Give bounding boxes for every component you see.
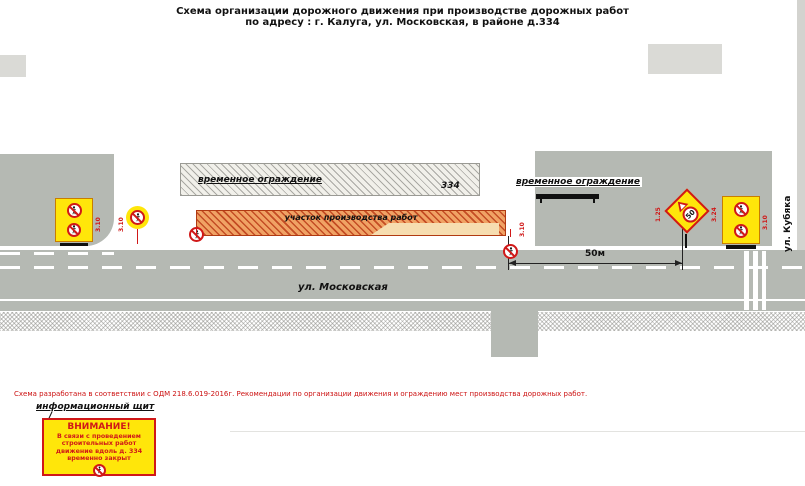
pedestrian-icon [739,205,743,214]
sign-code-label: 3.10 [95,217,102,232]
information-board: ВНИМАНИЕ! В связи с проведением строител… [42,418,156,477]
sign-diamond-group: 50 [664,188,710,234]
pedestrian-icon [508,247,513,256]
title-line1: Схема организации дорожного движения при… [176,6,629,17]
pedestrian-icon [72,206,76,215]
verge-strip-right [538,312,805,331]
warning-body: В связи с проведением строительных работ… [55,433,143,463]
sign-code-label: 3.10 [762,215,769,230]
scan-artifact [648,44,722,74]
pedestrian-icon [135,213,140,222]
road-moskovskaya [0,250,805,311]
info-board-label: информационный щит [36,402,155,412]
building-334-area [180,163,480,196]
work-zone-taper [371,223,499,235]
scan-artifact [0,55,26,77]
sign-diamond-content: 50 [654,178,719,243]
page-title: Схема организации дорожного движения при… [0,6,805,28]
no-pedestrian-sign-icon [66,203,82,219]
street-name-cross: ул. Кубяка [783,195,793,252]
work-zone: участок производства работ [196,210,506,236]
scan-artifact [797,0,805,250]
standard-reference-note: Схема разработана в соответствии с ОДМ 2… [14,390,588,398]
sign-panel-right [722,196,760,244]
sign-post [510,229,511,237]
no-pedestrian-sign-icon [733,202,749,218]
scan-artifact [230,431,805,432]
sign-code-label: 3.10 [519,222,526,237]
no-pedestrian-sign-icon [503,244,518,259]
road-edge-line [0,299,805,301]
no-pedestrian-sign-icon [130,210,145,225]
fence-post [593,199,595,203]
work-zone-label: участок производства работ [284,213,418,222]
no-pedestrian-sign-icon [92,463,106,477]
sign-post [196,227,197,236]
lane-marking-dashed [0,252,114,255]
sign-post [685,234,687,248]
sign-code-label: 3.24 [711,207,718,222]
sign-post [137,229,138,244]
no-pedestrian-sign-icon [67,222,81,237]
title-line2: по адресу : г. Калуга, ул. Московская, в… [245,17,560,28]
temporary-fence-label-left: временное ограждение [198,175,322,185]
sign-panel-stand [60,243,88,246]
dimension-extension-line [682,228,683,270]
center-line-dashed [0,266,805,269]
sign-panel-left [55,198,93,242]
sign-code-label: 1.25 [655,207,662,222]
dimension-line [509,260,682,266]
temporary-fence-bar [536,194,599,199]
pedestrian-icon [97,466,101,474]
temporary-fence-label-right: временное ограждение [514,177,642,187]
driveway-branch [491,311,538,357]
warning-title: ВНИМАНИЕ! [67,422,131,432]
dimension-label: 50м [585,249,605,259]
pedestrian-icon [72,225,76,234]
sign-panel-stand [726,245,756,249]
pedestrian-crossing [744,251,766,310]
fence-post [540,199,542,203]
pedestrian-icon [739,226,743,235]
sign-code-label: 3.10 [118,217,125,232]
street-name-main: ул. Московская [298,282,388,293]
verge-strip-left [0,312,491,331]
building-number-label: 334 [441,181,460,191]
no-pedestrian-sign-icon [734,223,748,238]
